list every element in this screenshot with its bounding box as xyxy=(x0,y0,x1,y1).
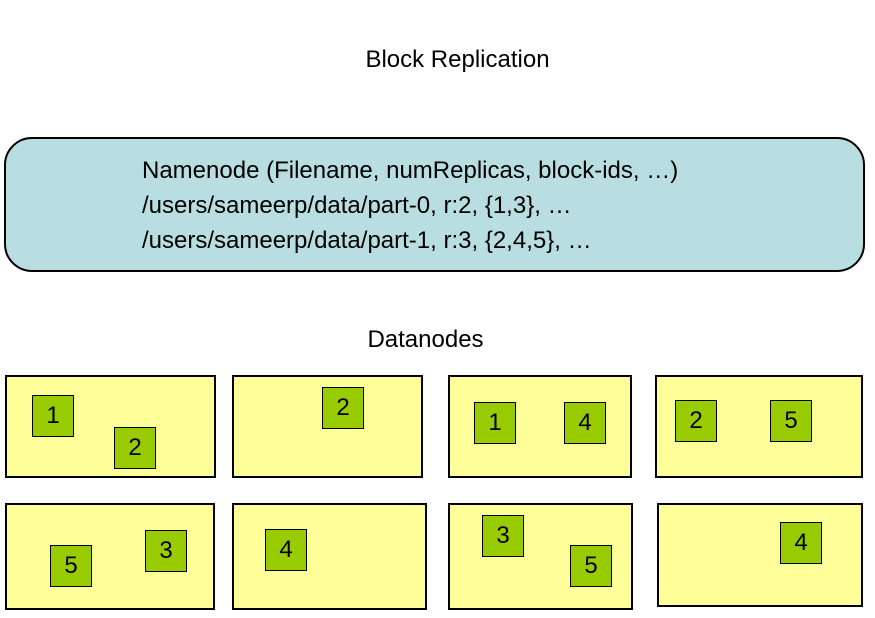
datanode-3-block-4: 4 xyxy=(564,402,606,444)
datanodes-label: Datanodes xyxy=(367,326,484,353)
diagram-title: Block Replication xyxy=(365,46,550,73)
datanode-1-block-1: 1 xyxy=(32,395,74,437)
datanode-6: 4 xyxy=(232,503,427,610)
namenode-file-entry-part-1: /users/sameerp/data/part-1, r:3, {2,4,5}… xyxy=(142,227,592,254)
datanode-4-block-2: 2 xyxy=(675,400,717,442)
datanode-5-block-5: 5 xyxy=(50,545,92,587)
datanode-2: 2 xyxy=(232,375,423,478)
datanode-8: 4 xyxy=(657,503,863,607)
datanode-5-block-3: 3 xyxy=(145,530,187,572)
datanode-7-block-3: 3 xyxy=(482,515,524,557)
datanode-6-block-4: 4 xyxy=(265,529,307,571)
datanode-8-block-4: 4 xyxy=(780,522,822,564)
datanode-3-block-1: 1 xyxy=(474,402,516,444)
datanode-1-block-2: 2 xyxy=(114,427,156,469)
namenode-heading: Namenode (Filename, numReplicas, block-i… xyxy=(142,157,679,184)
datanode-4-block-5: 5 xyxy=(770,400,812,442)
namenode-box: Namenode (Filename, numReplicas, block-i… xyxy=(4,137,865,272)
namenode-file-entry-part-0: /users/sameerp/data/part-0, r:2, {1,3}, … xyxy=(142,192,572,219)
datanode-2-block-2: 2 xyxy=(322,387,364,429)
datanode-7-block-5: 5 xyxy=(570,545,612,587)
